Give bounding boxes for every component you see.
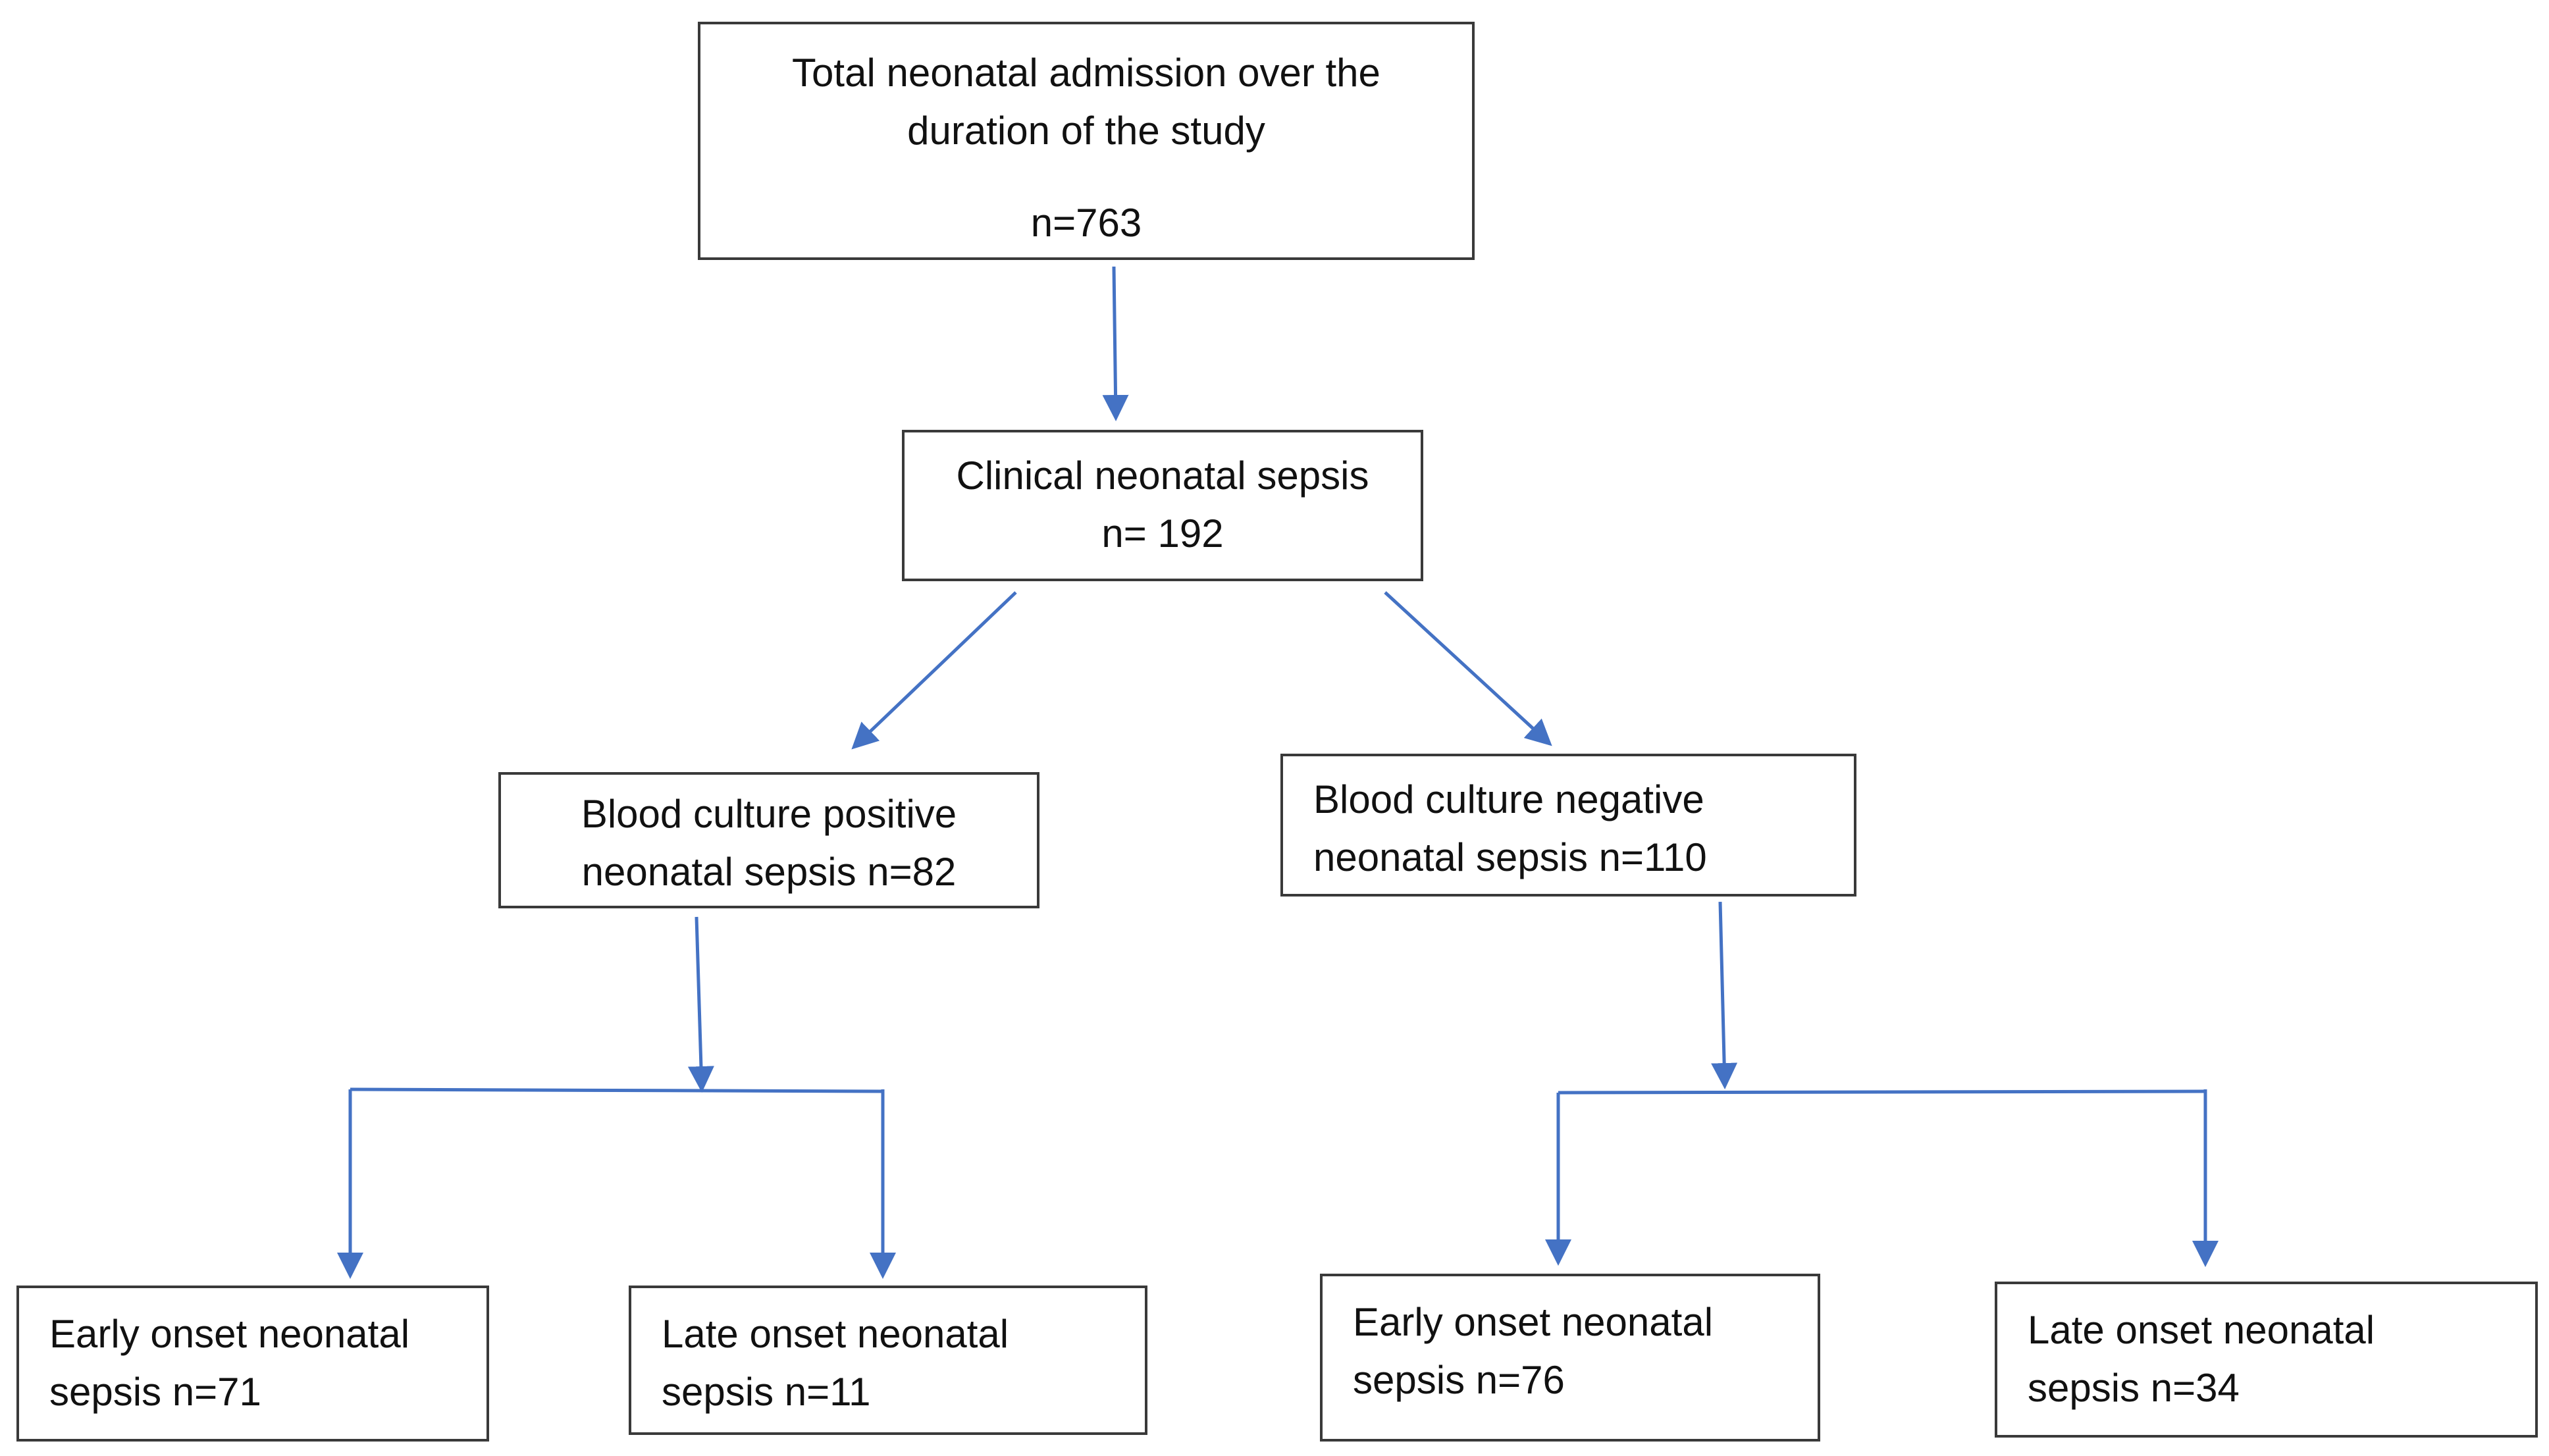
node-total-count: n=763: [1030, 201, 1142, 245]
node-neg-late-line2: sepsis n=34: [2028, 1366, 2240, 1410]
node-neg-early-line2: sepsis n=76: [1353, 1358, 1565, 1402]
node-neg-late-line1: Late onset neonatal: [2028, 1308, 2375, 1352]
node-clinical-sepsis: Clinical neonatal sepsis n= 192: [902, 430, 1423, 581]
split-line-positive: [350, 1087, 883, 1093]
node-positive-late-onset: Late onset neonatal sepsis n=11: [629, 1286, 1147, 1435]
node-negative-late-onset: Late onset neonatal sepsis n=34: [1995, 1282, 2538, 1438]
node-total-line1: Total neonatal admission over the: [792, 51, 1380, 95]
node-positive-early-onset: Early onset neonatal sepsis n=71: [16, 1286, 489, 1442]
node-negative-early-onset: Early onset neonatal sepsis n=76: [1320, 1274, 1820, 1442]
node-bc-neg-line1: Blood culture negative: [1313, 777, 1704, 821]
node-pos-late-line1: Late onset neonatal: [662, 1312, 1009, 1356]
node-neg-early-line1: Early onset neonatal: [1353, 1300, 1714, 1344]
node-blood-culture-positive: Blood culture positive neonatal sepsis n…: [498, 772, 1039, 908]
node-clinical-count: n= 192: [1101, 511, 1224, 556]
node-total-admissions: Total neonatal admission over the durati…: [698, 22, 1475, 260]
node-pos-late-line2: sepsis n=11: [662, 1370, 871, 1414]
node-total-line2: duration of the study: [907, 109, 1265, 153]
split-line-negative: [1558, 1089, 2206, 1095]
node-clinical-line1: Clinical neonatal sepsis: [956, 454, 1369, 498]
node-pos-early-line1: Early onset neonatal: [49, 1312, 410, 1356]
node-bc-pos-line2: neonatal sepsis n=82: [581, 850, 957, 894]
arrow-total-to-clinical: [1102, 266, 1129, 421]
arrow-clinical-to-bc-negative: [1384, 591, 1552, 746]
node-blood-culture-negative: Blood culture negative neonatal sepsis n…: [1280, 754, 1856, 897]
arrow-clinical-to-bc-positive: [851, 591, 1017, 750]
arrow-bc-negative-to-split: [1711, 901, 1738, 1089]
node-bc-neg-line2: neonatal sepsis n=110: [1313, 835, 1707, 879]
node-pos-early-line2: sepsis n=71: [49, 1370, 261, 1414]
arrow-bc-positive-to-split: [687, 916, 714, 1093]
node-bc-pos-line1: Blood culture positive: [581, 792, 957, 836]
